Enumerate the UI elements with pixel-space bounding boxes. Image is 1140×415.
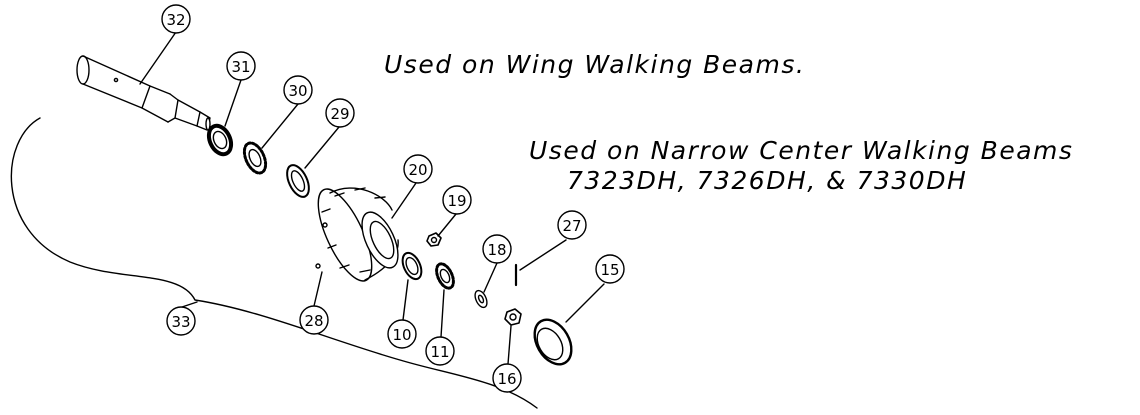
- svg-text:16: 16: [497, 370, 516, 388]
- callout-11: 11: [425, 336, 455, 366]
- group-bracket-line: [10, 117, 538, 409]
- spindle-32: [76, 55, 211, 131]
- leader-18: [483, 262, 498, 293]
- svg-text:19: 19: [447, 192, 466, 210]
- leader-16: [507, 325, 512, 365]
- svg-text:30: 30: [288, 82, 307, 100]
- svg-text:10: 10: [392, 326, 411, 344]
- callout-10: 10: [387, 319, 417, 349]
- callout-19: 19: [442, 185, 472, 215]
- bearing-cone-11: [435, 262, 455, 290]
- callout-30: 30: [283, 75, 313, 105]
- leader-28: [313, 271, 323, 307]
- callout-31: 31: [226, 51, 256, 81]
- hub-28: [315, 187, 399, 282]
- bearing-cone-30: [242, 141, 268, 175]
- svg-text:33: 33: [171, 313, 190, 331]
- svg-text:20: 20: [408, 161, 427, 179]
- svg-text:31: 31: [231, 58, 250, 76]
- bearing-cup-29: [286, 164, 310, 198]
- svg-text:28: 28: [304, 312, 323, 330]
- callout-27: 27: [557, 210, 587, 240]
- lug-nut-19: [426, 232, 442, 247]
- leader-27: [519, 239, 567, 271]
- leader-10: [402, 279, 409, 321]
- callout-16: 16: [492, 363, 522, 393]
- washer-18: [474, 289, 488, 309]
- note-wing-walking-beams: Used on Wing Walking Beams.: [384, 50, 806, 79]
- svg-text:32: 32: [166, 11, 185, 29]
- note-model-numbers: 7323DH, 7326DH, & 7330DH: [567, 166, 968, 195]
- callout-15: 15: [595, 254, 625, 284]
- svg-text:27: 27: [562, 217, 581, 235]
- svg-text:29: 29: [330, 105, 349, 123]
- svg-text:18: 18: [487, 241, 506, 259]
- callout-32: 32: [161, 4, 191, 34]
- seal-31: [206, 123, 234, 157]
- bearing-cup-10: [401, 251, 423, 281]
- callout-20: 20: [403, 154, 433, 184]
- leader-11: [440, 289, 445, 338]
- callout-33: 33: [166, 306, 196, 336]
- note-narrow-center-walking-beams: Used on Narrow Center Walking Beams: [529, 136, 1074, 165]
- leader-33: [181, 301, 198, 308]
- leader-29: [304, 126, 340, 169]
- svg-text:11: 11: [430, 343, 449, 361]
- leader-19: [437, 213, 457, 237]
- leader-32: [139, 31, 177, 85]
- leader-20: [391, 182, 417, 219]
- leader-15: [565, 283, 605, 323]
- leader-30: [261, 103, 299, 149]
- castle-nut-16: [504, 308, 522, 326]
- callout-28: 28: [299, 305, 329, 335]
- dust-cap-15: [533, 318, 573, 366]
- callout-18: 18: [482, 234, 512, 264]
- callout-29: 29: [325, 98, 355, 128]
- svg-text:15: 15: [600, 261, 619, 279]
- leader-31: [224, 79, 242, 127]
